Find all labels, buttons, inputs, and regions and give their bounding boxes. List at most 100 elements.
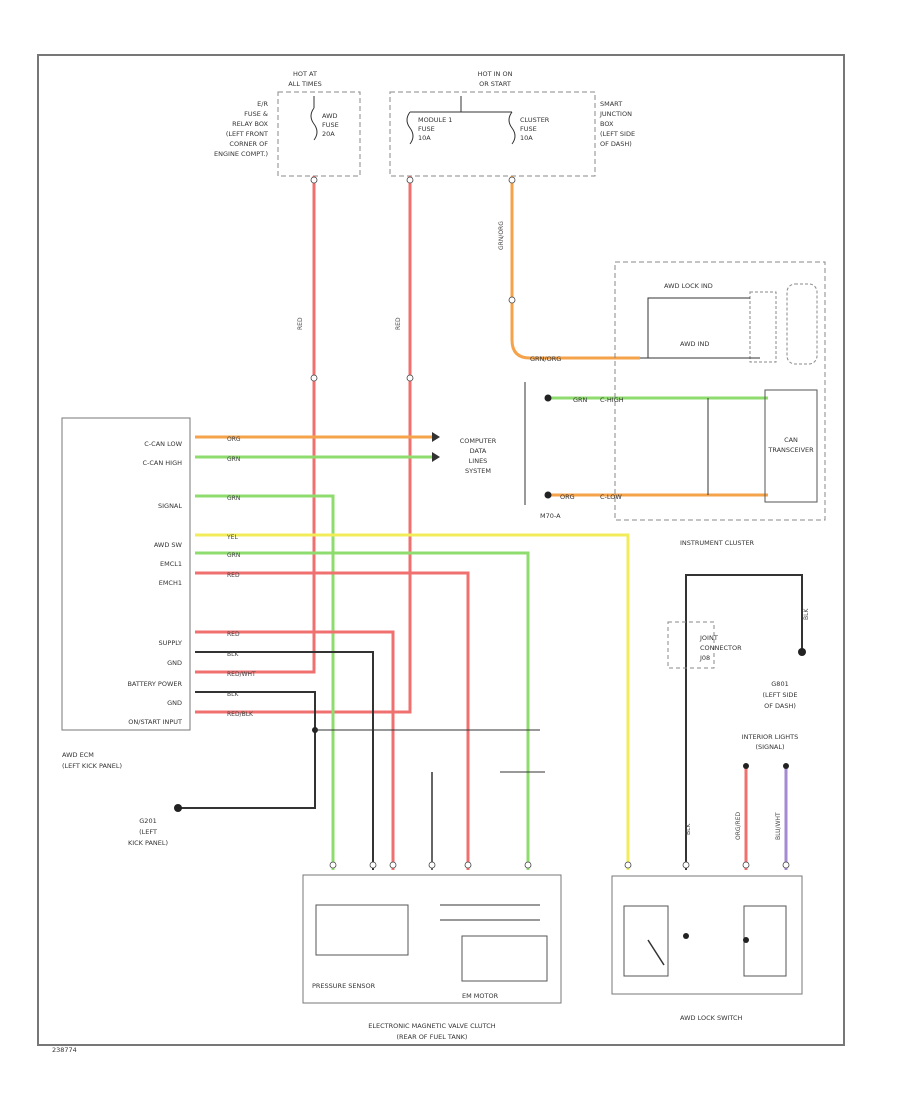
svg-text:SUPPLY: SUPPLY bbox=[159, 639, 182, 647]
svg-text:OR START: OR START bbox=[479, 80, 511, 88]
can-transceiver-label: CAN TRANSCEIVER bbox=[767, 436, 814, 454]
ipdm-fuse-box bbox=[277, 91, 361, 177]
svg-text:LINES: LINES bbox=[469, 457, 488, 465]
svg-text:(LEFT SIDE: (LEFT SIDE bbox=[600, 130, 635, 138]
svg-text:SIGNAL: SIGNAL bbox=[158, 502, 182, 510]
svg-text:HOT AT: HOT AT bbox=[293, 70, 317, 78]
svg-text:ORG: ORG bbox=[560, 493, 575, 501]
svg-text:AWD IND: AWD IND bbox=[680, 340, 709, 348]
svg-text:BLK: BLK bbox=[685, 823, 692, 835]
svg-text:(SIGNAL): (SIGNAL) bbox=[755, 743, 784, 751]
svg-text:OF DASH): OF DASH) bbox=[764, 702, 796, 710]
svg-text:DATA: DATA bbox=[470, 447, 487, 455]
svg-text:238774: 238774 bbox=[52, 1046, 77, 1054]
wire-red-supply bbox=[195, 630, 395, 870]
svg-text:CONNECTOR: CONNECTOR bbox=[700, 644, 742, 652]
svg-text:ON/START INPUT: ON/START INPUT bbox=[128, 718, 182, 726]
svg-text:GRN: GRN bbox=[227, 495, 240, 502]
svg-text:KICK PANEL): KICK PANEL) bbox=[128, 839, 168, 847]
svg-text:BLK: BLK bbox=[803, 608, 810, 620]
svg-text:RED: RED bbox=[395, 317, 402, 330]
diagram-frame bbox=[37, 54, 845, 1046]
valve-clutch-label: ELECTRONIC MAGNETIC VALVE CLUTCH (REAR O… bbox=[368, 1022, 496, 1041]
cluster-fuse: CLUSTER FUSE 10A bbox=[508, 111, 550, 145]
ecm-name: AWD ECM (LEFT KICK PANEL) bbox=[62, 751, 122, 770]
awd-ecm-box bbox=[61, 417, 191, 731]
svg-text:GND: GND bbox=[167, 699, 182, 707]
wire-red-emch1 bbox=[195, 571, 470, 870]
svg-text:EMCH1: EMCH1 bbox=[159, 579, 182, 587]
svg-text:GRN: GRN bbox=[573, 396, 588, 404]
interior-lights-label: INTERIOR LIGHTS (SIGNAL) bbox=[742, 733, 799, 751]
svg-text:INSTRUMENT CLUSTER: INSTRUMENT CLUSTER bbox=[680, 539, 755, 547]
svg-text:AWD LOCK IND: AWD LOCK IND bbox=[664, 282, 713, 290]
svg-text:RED: RED bbox=[227, 572, 240, 579]
svg-text:JOINT: JOINT bbox=[699, 634, 718, 642]
wire-grn-signal bbox=[195, 494, 335, 870]
svg-text:J08: J08 bbox=[699, 654, 710, 662]
svg-text:C-CAN LOW: C-CAN LOW bbox=[144, 440, 182, 448]
svg-text:GRN/ORG: GRN/ORG bbox=[530, 355, 561, 363]
svg-text:ELECTRONIC MAGNETIC VALVE CLUT: ELECTRONIC MAGNETIC VALVE CLUTCH bbox=[368, 1022, 496, 1030]
svg-text:INTERIOR LIGHTS: INTERIOR LIGHTS bbox=[742, 733, 799, 741]
wire-blk-switch-ground bbox=[685, 574, 803, 870]
svg-text:RED: RED bbox=[227, 631, 240, 638]
svg-text:CAN: CAN bbox=[784, 436, 798, 444]
svg-text:10A: 10A bbox=[418, 134, 431, 142]
svg-text:GRN: GRN bbox=[227, 552, 240, 559]
wire-blk-gnd bbox=[195, 651, 374, 870]
svg-text:G201: G201 bbox=[139, 817, 156, 825]
svg-text:TRANSCEIVER: TRANSCEIVER bbox=[767, 446, 814, 454]
svg-text:M70-A: M70-A bbox=[540, 512, 561, 520]
joint-connector-label: JOINT CONNECTOR J08 bbox=[699, 634, 742, 662]
svg-text:FUSE: FUSE bbox=[418, 125, 435, 133]
svg-text:ENGINE COMPT.): ENGINE COMPT.) bbox=[214, 150, 268, 158]
svg-text:CORNER OF: CORNER OF bbox=[229, 140, 268, 148]
svg-text:ALL TIMES: ALL TIMES bbox=[288, 80, 321, 88]
wire-red-module-fuse bbox=[195, 176, 412, 714]
svg-text:MODULE 1: MODULE 1 bbox=[418, 116, 452, 124]
svg-text:JUNCTION: JUNCTION bbox=[599, 110, 632, 118]
svg-text:AWD: AWD bbox=[322, 112, 338, 120]
can-transceiver-box bbox=[764, 389, 818, 503]
svg-text:(LEFT SIDE: (LEFT SIDE bbox=[762, 691, 797, 699]
module-fuse: MODULE 1 FUSE 10A bbox=[406, 111, 452, 145]
computer-data-lines-label: COMPUTER DATA LINES SYSTEM bbox=[460, 437, 497, 475]
wire-blk-gnd2 bbox=[180, 691, 316, 809]
svg-text:AWD SW: AWD SW bbox=[154, 541, 183, 549]
wire-red-awd-fuse bbox=[195, 176, 316, 674]
svg-text:EMCL1: EMCL1 bbox=[160, 560, 182, 568]
ground-g201-label: G201 (LEFT KICK PANEL) bbox=[128, 817, 168, 847]
wire-yel-awd-sw bbox=[195, 533, 630, 870]
wire-org-cluster-fuse bbox=[510, 176, 640, 360]
svg-text:PRESSURE SENSOR: PRESSURE SENSOR bbox=[312, 982, 376, 990]
svg-text:BLK: BLK bbox=[227, 651, 239, 658]
svg-text:SYSTEM: SYSTEM bbox=[465, 467, 491, 475]
pressure-sensor-box bbox=[315, 904, 409, 956]
valve-clutch-box bbox=[302, 874, 562, 1004]
svg-text:AWD LOCK SWITCH: AWD LOCK SWITCH bbox=[680, 1014, 743, 1022]
svg-text:ORG: ORG bbox=[227, 436, 241, 443]
hot-at-all-times-label: HOT AT ALL TIMES bbox=[288, 70, 321, 88]
svg-text:BATTERY POWER: BATTERY POWER bbox=[127, 680, 182, 688]
svg-text:GRN: GRN bbox=[227, 456, 240, 463]
svg-text:(REAR OF FUEL TANK): (REAR OF FUEL TANK) bbox=[397, 1033, 468, 1041]
svg-text:BLU/WHT: BLU/WHT bbox=[775, 812, 782, 840]
awd-lock-switch-box bbox=[611, 875, 803, 995]
svg-text:RED/BLK: RED/BLK bbox=[227, 711, 254, 718]
ecm-pin-labels: C-CAN LOW C-CAN HIGH SIGNAL AWD SW EMCL1… bbox=[127, 440, 182, 726]
ipdm-label: E/R FUSE & RELAY BOX (LEFT FRONT CORNER … bbox=[214, 100, 268, 158]
smart-jb-label: SMART JUNCTION BOX (LEFT SIDE OF DASH) bbox=[599, 100, 635, 148]
svg-text:10A: 10A bbox=[520, 134, 533, 142]
svg-text:(LEFT FRONT: (LEFT FRONT bbox=[226, 130, 268, 138]
svg-text:CLUSTER: CLUSTER bbox=[520, 116, 550, 124]
svg-text:G801: G801 bbox=[771, 680, 788, 688]
svg-text:EM MOTOR: EM MOTOR bbox=[462, 992, 499, 1000]
svg-text:RED/WHT: RED/WHT bbox=[227, 671, 256, 678]
em-motor-box bbox=[461, 935, 548, 982]
joint-connector bbox=[667, 621, 715, 669]
svg-text:YEL: YEL bbox=[226, 534, 238, 541]
svg-text:RED: RED bbox=[297, 317, 304, 330]
svg-text:RELAY BOX: RELAY BOX bbox=[232, 120, 268, 128]
